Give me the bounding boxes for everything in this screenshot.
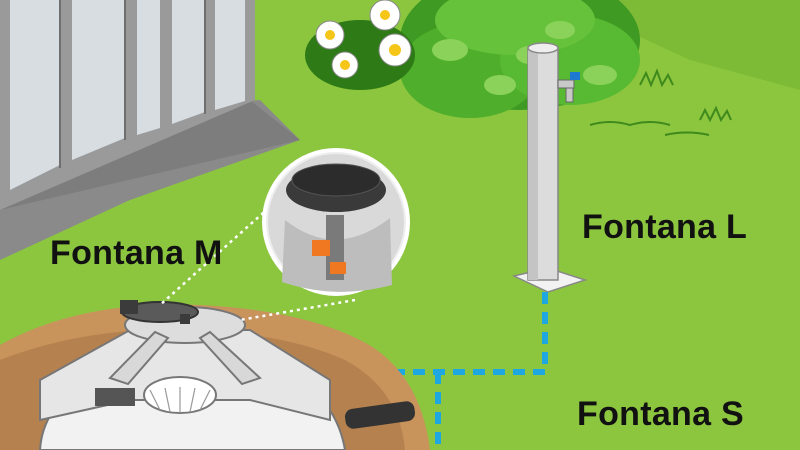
fontana-l-post [511,42,588,293]
fontana-s-label: Fontana S [577,395,745,433]
glass-door [0,0,255,210]
fontana-l-label: Fontana L [582,208,748,246]
magnifier-detail-icon [159,148,410,322]
fontana-m-label: Fontana M [50,234,223,272]
grass-tufts [589,68,732,136]
bush [400,0,640,118]
daisy-flower-icon [305,0,415,90]
fontana-m-tank [38,300,416,450]
faucet-icon [557,72,580,103]
